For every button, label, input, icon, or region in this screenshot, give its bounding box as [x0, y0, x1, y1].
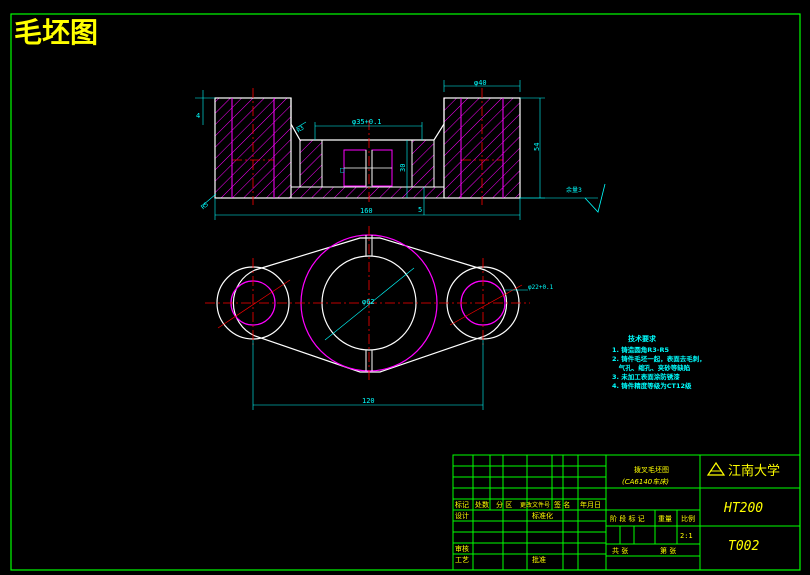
tb-material: HT200: [723, 501, 763, 516]
middle-outline: [290, 98, 445, 141]
surface-mark: 余量3: [566, 186, 582, 194]
tb-label-sign: 签 名: [554, 500, 570, 509]
drawing-border: [10, 13, 801, 571]
tb-label-date: 年月日: [580, 500, 601, 509]
tb-label-total: 共 张: [612, 546, 628, 555]
top-view: φ62 φ22+0.1 120: [205, 226, 554, 410]
drawing-title: 毛坯图: [14, 16, 98, 49]
dim-r3: R3: [296, 124, 306, 134]
note-line-1: 1. 铸造圆角R3-R5: [612, 345, 669, 354]
dim-h30: 30: [399, 164, 407, 172]
tb-scale-value: 2:1: [680, 532, 693, 540]
school-logo-icon: [706, 461, 726, 476]
dim-top-phi40: φ40: [474, 79, 487, 87]
dim-r5: R5: [200, 201, 210, 211]
tb-part-sub: (CA6140车床): [622, 478, 669, 486]
dim-slot: □: [340, 166, 344, 174]
note-line-3: 气孔、缩孔、夹砂等缺陷: [612, 363, 691, 372]
tb-drawing-no: T002: [728, 539, 759, 554]
dim-phi35: φ35+0.1: [352, 118, 382, 126]
tb-label-review: 审核: [455, 544, 469, 553]
tb-label-design: 设计: [455, 511, 469, 520]
note-line-5: 4. 铸件精度等级为CT12级: [612, 381, 692, 390]
tb-label-process: 工艺: [455, 556, 469, 564]
notes-heading: 技术要求: [628, 334, 657, 343]
technical-notes: 技术要求 1. 铸造圆角R3-R5 2. 铸件毛坯一起，表面去毛刺， 气孔、缩孔…: [612, 334, 706, 390]
tb-label-zone: 分 区: [496, 500, 512, 509]
dim-h54: 54: [533, 143, 541, 151]
tb-label-weight: 重量: [658, 515, 672, 523]
tb-label-change: 更改文件号: [520, 501, 550, 509]
tb-part-name: 拨叉毛坯图: [634, 465, 669, 474]
dim-h5: 5: [418, 206, 422, 214]
dim-h4: 4: [196, 112, 200, 120]
tb-school: 江南大学: [728, 463, 780, 479]
tb-label-mark: 标记: [455, 500, 469, 509]
tb-label-count: 处数: [475, 500, 489, 509]
title-block-text: 拨叉毛坯图 (CA6140车床) 江南大学 HT200 T002 标记 处数 分…: [455, 461, 780, 564]
top-outline: [232, 237, 508, 373]
front-section-view: φ40 φ35+0.1 R3 □ 30 54 5 4 R5 160: [195, 79, 606, 220]
bottom-web-section: [290, 186, 445, 199]
title-block: [452, 454, 801, 571]
middle-boss-right: [411, 139, 435, 188]
tb-label-sheet: 第 张: [660, 546, 676, 555]
note-line-2: 2. 铸件毛坯一起，表面去毛刺，: [612, 354, 706, 363]
dim-hole-phi62: φ62: [362, 298, 375, 306]
dim-w120: 120: [362, 397, 375, 405]
tb-label-stage: 阶 段 标 记: [610, 514, 645, 523]
tb-label-standard: 标准化: [532, 511, 553, 520]
tb-label-approve: 批准: [532, 555, 546, 564]
dim-w160: 160: [360, 207, 373, 215]
tb-label-scale: 比例: [681, 514, 695, 523]
note-line-4: 3. 未加工表面涂防锈漆: [612, 372, 680, 381]
dim-hole-phi22: φ22+0.1: [528, 284, 554, 291]
middle-boss-left: [299, 139, 323, 188]
